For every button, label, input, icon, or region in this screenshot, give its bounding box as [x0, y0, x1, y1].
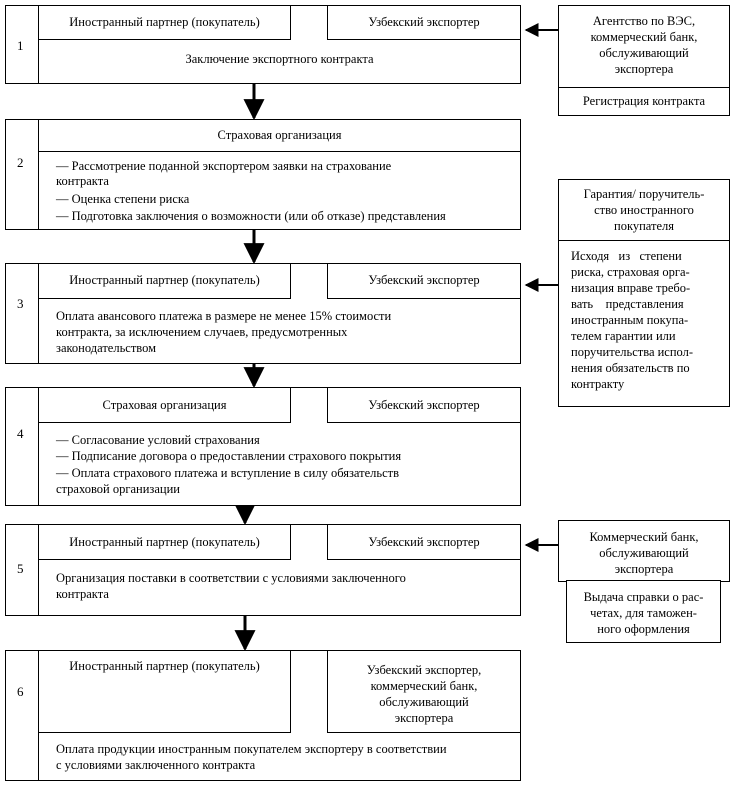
guarantee-title-line-1: Гарантия/ поручитель-: [583, 187, 705, 201]
step-6-left-label: Иностранный партнер (покупатель): [69, 659, 260, 673]
step-1-left-label: Иностранный партнер (покупатель): [69, 15, 260, 29]
guarantee-note-line-4: вать представления: [571, 297, 684, 311]
guarantee-note-box: [558, 240, 730, 407]
guarantee-note-line-3: низация вправе требо-: [571, 281, 691, 295]
step-3-number-cell: [5, 263, 39, 364]
step-5-right-label: Узбекский экспортер: [368, 535, 480, 549]
bank-title-line-1: Коммерческий банк,: [589, 530, 699, 544]
step-3-body-line-1: Оплата авансового платежа в размере не м…: [56, 309, 392, 323]
step-5-left-cell: [38, 524, 291, 560]
bank-note-line-2: четах, для таможен-: [590, 606, 697, 620]
agency-note-box: [558, 87, 730, 116]
step-6-number: 6: [17, 684, 24, 699]
bank-note-box: [566, 580, 721, 643]
bank-title-line-2: обслуживающий: [599, 546, 689, 560]
guarantee-note-line-7: поручительства испол-: [571, 345, 694, 359]
step-4-number: 4: [17, 426, 24, 441]
guarantee-title-line-3: покупателя: [614, 219, 674, 233]
step-2-header-cell: [38, 119, 521, 152]
agency-title-line-4: экспортера: [614, 62, 674, 76]
step-4-body-line-3: — Оплата страхового платежа и вступление…: [56, 466, 400, 480]
step-6-body-line-1: Оплата продукции иностранным покупателем…: [56, 742, 447, 756]
step-1-right-label: Узбекский экспортер: [368, 15, 480, 29]
step-1-body: Заключение экспортного контракта: [185, 52, 374, 66]
guarantee-note-line-6: телем гарантии или: [571, 329, 676, 343]
step-3-right-label: Узбекский экспортер: [368, 273, 480, 287]
step-5-number: 5: [17, 561, 24, 576]
step-3-right-cell: [327, 263, 521, 299]
agency-title-line-3: обслуживающий: [599, 46, 689, 60]
step-6-left-cell: [38, 650, 291, 733]
guarantee-title-box: [558, 179, 730, 241]
step-1-left-cell: [38, 5, 291, 40]
step-1-right-cell: [327, 5, 521, 40]
step-6-right-cell: [327, 650, 521, 733]
step-4-right-cell: [327, 387, 521, 423]
guarantee-note-line-1: Исходя из степени: [571, 249, 682, 263]
step-3-left-label: Иностранный партнер (покупатель): [69, 273, 260, 287]
step-4-left-label: Страховая организация: [102, 398, 227, 412]
step-5-body-line-2: контракта: [56, 587, 109, 601]
step-4-body-line-1: — Согласование условий страхования: [56, 433, 260, 447]
bank-note-line-1: Выдача справки о рас-: [583, 590, 704, 604]
step-3-body-line-2: контракта, за исключением случаев, преду…: [56, 325, 348, 339]
agency-note: Регистрация контракта: [582, 94, 706, 108]
guarantee-title-line-2: ство иностранного: [594, 203, 694, 217]
guarantee-note-line-9: контракту: [571, 377, 625, 391]
agency-title-line-2: коммерческий банк,: [590, 30, 698, 44]
step-6-right-line-2: коммерческий банк,: [370, 679, 478, 693]
step-2-header-label: Страховая организация: [217, 128, 342, 142]
bank-title-line-3: экспортера: [614, 562, 674, 576]
step-6-right-line-1: Узбекский экспортер,: [366, 663, 482, 677]
step-1-number-cell: [5, 5, 39, 84]
agency-title-line-1: Агентство по ВЭС,: [592, 14, 696, 28]
guarantee-note-line-8: нения обязательств по: [571, 361, 690, 375]
guarantee-note-line-5: иностранным покупа-: [571, 313, 689, 327]
step-6-right-line-4: экспортера: [394, 711, 454, 725]
bank-note-line-3: ного оформления: [597, 622, 690, 636]
step-4-left-cell: [38, 387, 291, 423]
step-2-body-line-2: контракта: [56, 174, 109, 188]
step-3-left-cell: [38, 263, 291, 299]
step-3-number: 3: [17, 296, 24, 311]
step-6-body-line-2: с условиями заключенного контракта: [56, 758, 256, 772]
step-3-body-line-3: законодательством: [56, 341, 157, 355]
step-5-left-label: Иностранный партнер (покупатель): [69, 535, 260, 549]
step-2-number-cell: [5, 119, 39, 230]
step-6-number-cell: [5, 650, 39, 781]
step-4-right-label: Узбекский экспортер: [368, 398, 480, 412]
step-2-body-line-4: — Подготовка заключения о возможности (и…: [56, 209, 446, 223]
step-2-body-line-3: — Оценка степени риска: [56, 192, 190, 206]
step-4-body-line-2: — Подписание договора о предоставлении с…: [56, 449, 402, 463]
step-4-body-line-4: страховой организации: [56, 482, 180, 496]
step-2-body-line-1: — Рассмотрение поданной экспортером заяв…: [56, 159, 392, 173]
step-5-right-cell: [327, 524, 521, 560]
step-1-number: 1: [17, 38, 24, 53]
step-6-right-line-3: обслуживающий: [379, 695, 469, 709]
agency-title-box: [558, 5, 730, 88]
step-4-number-cell: [5, 387, 39, 506]
step-2-number: 2: [17, 155, 24, 170]
guarantee-note-line-2: риска, страховая орга-: [571, 265, 690, 279]
step-5-number-cell: [5, 524, 39, 616]
bank-title-box: [558, 520, 730, 582]
step-5-body-line-1: Организация поставки в соответствии с ус…: [56, 571, 406, 585]
